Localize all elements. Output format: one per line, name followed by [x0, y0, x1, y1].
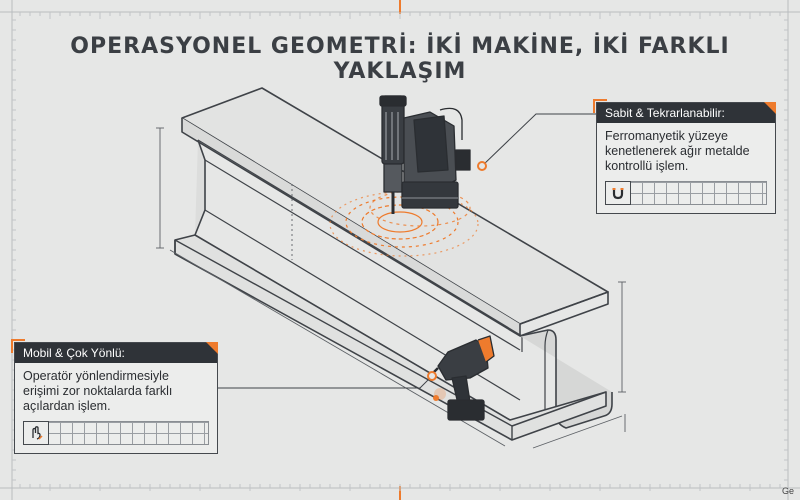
cordless-drill: [429, 335, 495, 421]
brand-logo: Ge: [781, 486, 794, 496]
magnetic-drill: [379, 95, 471, 214]
magnet-icon: [605, 181, 631, 205]
card-fixed-text: Ferromanyetik yüzeye kenetlenerek ağır m…: [605, 129, 750, 173]
card-fixed-repeatable: Sabit & Tekrarlanabilir: Ferromanyetik y…: [593, 99, 776, 214]
hand-angle-icon: [23, 421, 49, 445]
card-mobile-text: Operatör yönlendirmesiyle erişimi zor no…: [23, 369, 173, 413]
leader-lines: [218, 113, 596, 389]
ibeam: [174, 87, 613, 441]
card-mobile-header: Mobil & Çok Yönlü:: [11, 339, 217, 363]
card-mobile-grid: [23, 421, 209, 445]
leader-dot-cordless: [427, 371, 437, 381]
card-mobile-versatile: Mobil & Çok Yönlü: Operatör yönlendirmes…: [11, 339, 218, 454]
page-title: OPERASYONEL GEOMETRİ: İKİ MAKİNE, İKİ FA…: [70, 34, 730, 84]
card-fixed-header: Sabit & Tekrarlanabilir:: [593, 99, 775, 123]
leader-dot-magnet: [477, 161, 487, 171]
